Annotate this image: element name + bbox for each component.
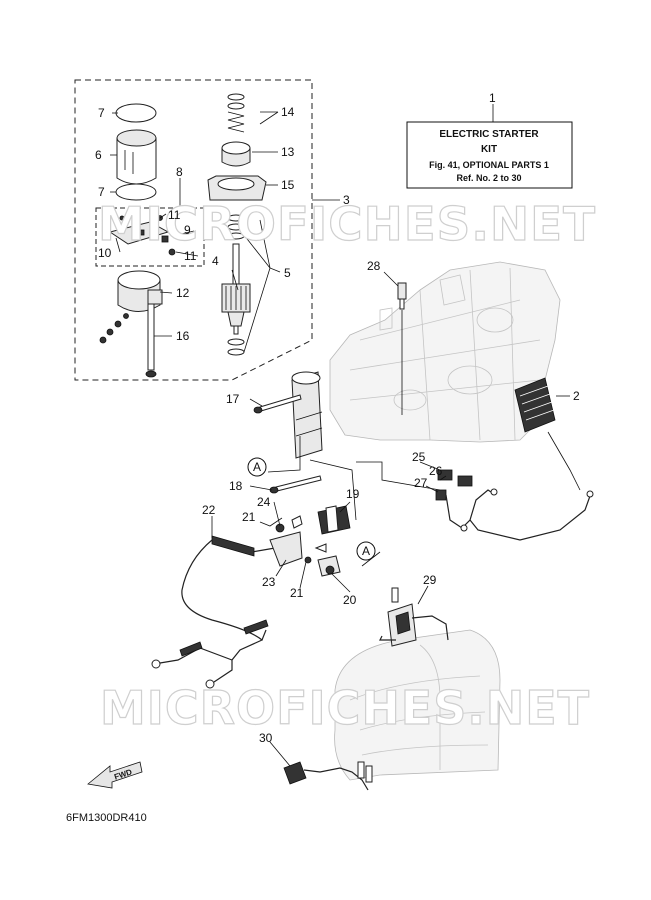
- callout-17: 17: [226, 392, 240, 406]
- engine-block-outline: [329, 261, 561, 443]
- leader-lines: [110, 104, 581, 767]
- diagram-code: 6FM1300DR410: [66, 812, 147, 824]
- callout-18: 18: [229, 479, 243, 493]
- fwd-label: FWD: [113, 767, 133, 781]
- callout-7-bottom: 7: [98, 185, 105, 199]
- connector-ref-a1: A: [247, 457, 267, 477]
- rectifier-part: [514, 377, 556, 433]
- callout-12: 12: [176, 286, 190, 300]
- callout-23: 23: [262, 575, 276, 589]
- watermark-top: MICROFICHES.NET: [98, 197, 596, 251]
- callout-1: 1: [489, 91, 496, 105]
- wire-harness-25: [435, 469, 594, 541]
- connector-ref-a2: A: [356, 541, 376, 561]
- callout-16: 16: [176, 329, 190, 343]
- callout-4: 4: [212, 254, 219, 268]
- bracket-part-29: [379, 587, 449, 647]
- kit-info-box: 1 ELECTRIC STARTER KIT Fig. 41, OPTIONAL…: [406, 91, 573, 189]
- callout-21-upper: 21: [242, 510, 256, 524]
- callout-5: 5: [284, 266, 291, 280]
- callout-26: 26: [429, 464, 443, 478]
- callout-numbers: 2 3 4 5 6 7 7 8 9 10 11 11 12 13 14 15 1…: [95, 105, 580, 745]
- callout-22: 22: [202, 503, 216, 517]
- kit-ref-numbers: Ref. No. 2 to 30: [456, 173, 521, 183]
- callout-9: 9: [184, 223, 191, 237]
- fwd-arrow-icon: FWD: [87, 761, 143, 789]
- callout-2: 2: [573, 389, 580, 403]
- kit-title-line2: KIT: [481, 144, 497, 155]
- starter-motor-assy-dashed-box: [74, 79, 313, 381]
- kit-title-line1: ELECTRIC STARTER: [439, 129, 539, 140]
- callout-11-bottom: 11: [184, 249, 197, 263]
- starter-motor-parts: [99, 103, 176, 378]
- callout-21-lower: 21: [290, 586, 304, 600]
- callout-25: 25: [412, 450, 426, 464]
- bolt-part-28: [397, 282, 407, 310]
- callout-24: 24: [257, 495, 271, 509]
- connector-label-a1: A: [253, 460, 261, 474]
- callout-14: 14: [281, 105, 295, 119]
- callout-13: 13: [281, 145, 295, 159]
- brush-holder-dashed-box: [95, 207, 205, 267]
- callout-10: 10: [98, 246, 112, 260]
- callout-15: 15: [281, 178, 295, 192]
- battery-cable-assy: [151, 531, 303, 689]
- watermark-bottom: MICROFICHES.NET: [100, 681, 590, 735]
- callout-30: 30: [259, 731, 273, 745]
- lower-cowling-outline: [334, 629, 501, 781]
- sensor-part-30: [283, 761, 373, 791]
- starter-mount-parts: [253, 371, 323, 494]
- callout-27: 27: [414, 476, 428, 490]
- callout-29: 29: [423, 573, 437, 587]
- relay-parts: [275, 505, 351, 577]
- connector-label-a2: A: [362, 544, 370, 558]
- callout-11-top: 11: [168, 208, 181, 222]
- callout-20: 20: [343, 593, 357, 607]
- callout-19: 19: [346, 487, 360, 501]
- callout-7-top: 7: [98, 106, 105, 120]
- kit-fig-reference: Fig. 41, OPTIONAL PARTS 1: [429, 160, 549, 170]
- callout-8: 8: [176, 165, 183, 179]
- callout-3: 3: [343, 193, 350, 207]
- callout-6: 6: [95, 148, 102, 162]
- callout-28: 28: [367, 259, 381, 273]
